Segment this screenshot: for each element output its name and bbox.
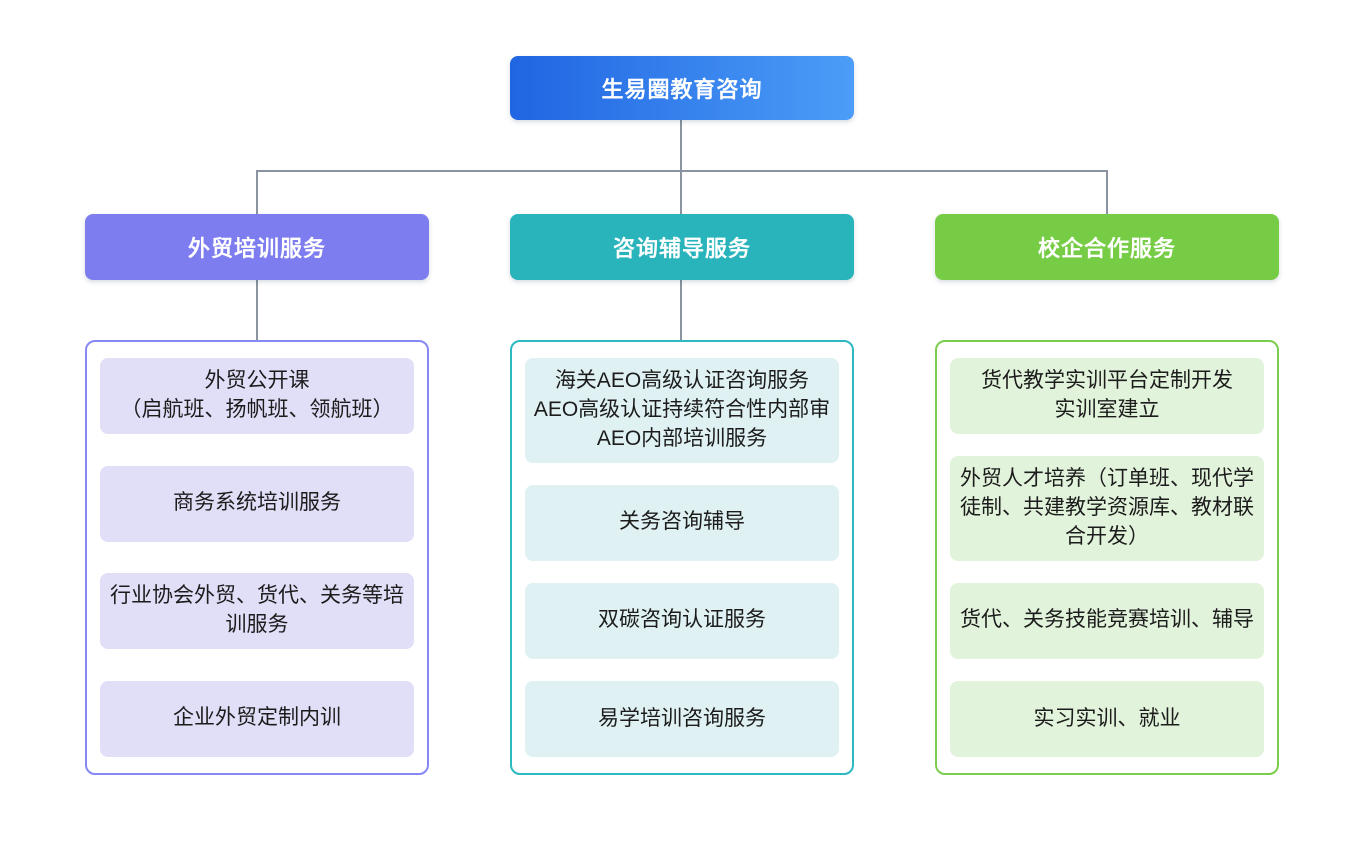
connector-drop-trade-training: [256, 170, 258, 215]
connector-trade-training-panel: [256, 280, 258, 340]
connector-consulting-panel: [680, 280, 682, 340]
service-item: 易学培训咨询服务: [525, 681, 839, 757]
panel-school-enterprise: 货代教学实训平台定制开发 实训室建立 外贸人才培养（订单班、现代学徒制、共建教学…: [935, 340, 1279, 775]
connector-root-down: [680, 120, 682, 170]
service-item: 货代、关务技能竞赛培训、辅导: [950, 582, 1264, 659]
root-node: 生易圈教育咨询: [510, 56, 854, 120]
branch-header-trade-training: 外贸培训服务: [85, 214, 429, 280]
connector-drop-school-enterprise: [1106, 170, 1108, 215]
service-item: 外贸人才培养（订单班、现代学徒制、共建教学资源库、教材联合开发）: [950, 456, 1264, 561]
service-item: 外贸公开课 （启航班、扬帆班、领航班）: [100, 358, 414, 434]
service-item: 货代教学实训平台定制开发 实训室建立: [950, 358, 1264, 434]
connector-drop-consulting: [680, 170, 682, 215]
panel-trade-training: 外贸公开课 （启航班、扬帆班、领航班） 商务系统培训服务 行业协会外贸、货代、关…: [85, 340, 429, 775]
branch-header-school-enterprise: 校企合作服务: [935, 214, 1279, 280]
service-item: 商务系统培训服务: [100, 465, 414, 542]
service-item: 行业协会外贸、货代、关务等培训服务: [100, 573, 414, 650]
service-item: 企业外贸定制内训: [100, 680, 414, 757]
service-item: 双碳咨询认证服务: [525, 582, 839, 659]
service-item: 海关AEO高级认证咨询服务 AEO高级认证持续符合性内部审 AEO内部培训服务: [525, 358, 839, 463]
connector-horizontal: [256, 170, 1107, 172]
branch-header-consulting: 咨询辅导服务: [510, 214, 854, 280]
panel-consulting: 海关AEO高级认证咨询服务 AEO高级认证持续符合性内部审 AEO内部培训服务 …: [510, 340, 854, 775]
service-item: 实习实训、就业: [950, 681, 1264, 757]
service-item: 关务咨询辅导: [525, 484, 839, 561]
